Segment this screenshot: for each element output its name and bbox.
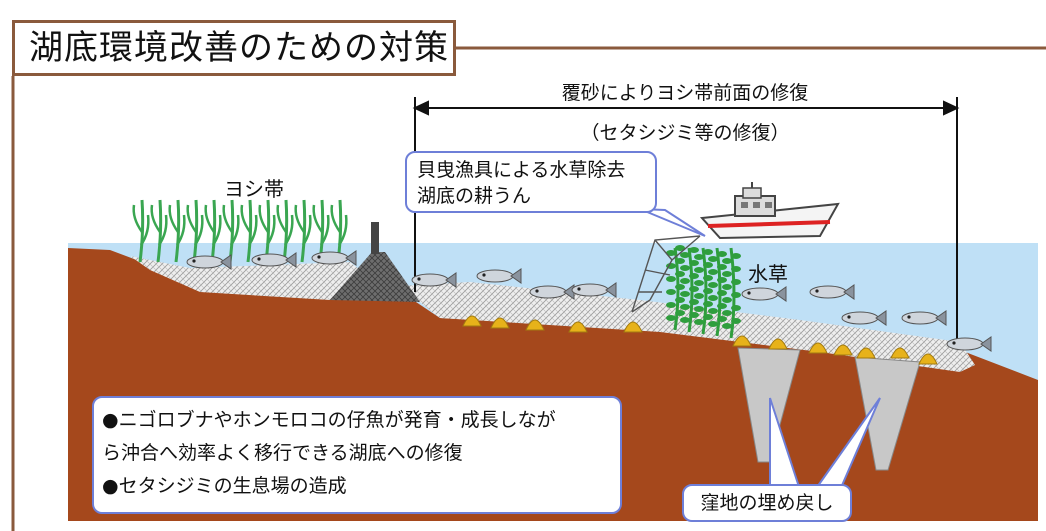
- tool-callout-line1: 貝曳漁具による水草除去: [417, 159, 626, 181]
- breakwater-post: [371, 222, 379, 254]
- reed-plant: [168, 199, 186, 263]
- sand-cover-reed-zone: [130, 256, 360, 300]
- water-weed-plant: [694, 247, 713, 335]
- clam: [890, 347, 910, 359]
- water-weed-plant: [722, 247, 741, 339]
- fish: [809, 284, 855, 300]
- water-weed-bed: [666, 245, 741, 339]
- fish: [251, 252, 297, 268]
- tool-callout-line2: 湖底の耕うん: [417, 185, 532, 207]
- clam: [490, 317, 510, 329]
- clam: [918, 353, 938, 365]
- clam: [462, 315, 482, 327]
- clam: [732, 335, 752, 347]
- fishing-boat: [699, 182, 840, 240]
- water-weed-plant: [708, 247, 727, 337]
- water-weed-plant: [680, 247, 699, 333]
- tool-callout: 貝曳漁具による水草除去 湖底の耕うん: [405, 151, 657, 213]
- fish: [841, 310, 887, 326]
- tool-callout-pointer: [639, 208, 706, 237]
- fish: [476, 268, 522, 284]
- clam: [856, 347, 876, 359]
- page-title: 湖底環境改善のための対策: [12, 20, 456, 76]
- info-line3: ●セタシジミの生息場の造成: [102, 475, 347, 497]
- fish: [411, 272, 457, 288]
- fish: [529, 284, 575, 300]
- fish: [571, 282, 617, 298]
- reed-zone-label: ヨシ帯: [224, 177, 284, 201]
- stone-breakwater: [330, 252, 420, 302]
- depression-callout: 窪地の埋め戻し: [682, 484, 852, 522]
- clam: [623, 321, 643, 333]
- reed-plant: [150, 199, 168, 263]
- info-line1: ●ニゴロブナやホンモロコの仔魚が発育・成長しなが: [102, 409, 556, 431]
- reed-bed: [132, 199, 348, 263]
- water-weed-label: 水草: [748, 262, 788, 286]
- fish-school: [186, 250, 992, 352]
- span-label-main: 覆砂によりヨシ帯前面の修復: [561, 82, 809, 104]
- fish: [901, 310, 947, 326]
- clam-group: [462, 315, 938, 365]
- dredge-net: [631, 235, 701, 313]
- reed-plant: [240, 199, 258, 263]
- fish: [311, 250, 357, 266]
- pit-right: [854, 356, 921, 471]
- clam: [525, 319, 545, 331]
- reed-plant: [294, 199, 312, 263]
- clam: [808, 342, 828, 354]
- clam: [568, 321, 588, 333]
- sand-cover-offshore: [400, 282, 975, 372]
- info-box: ●ニゴロブナやホンモロコの仔魚が発育・成長しなが ら沖合へ効率よく移行できる湖底…: [92, 396, 622, 514]
- info-line2: ら沖合へ効率よく移行できる湖底への修復: [102, 442, 463, 464]
- fish: [186, 254, 232, 270]
- span-label-sub: （セタシジミ等の修復）: [580, 122, 790, 144]
- reed-plant: [132, 199, 150, 263]
- fish: [946, 336, 992, 352]
- clam: [768, 338, 788, 350]
- restoration-span-marker: [412, 97, 960, 340]
- fish: [741, 286, 787, 302]
- clam: [833, 344, 853, 356]
